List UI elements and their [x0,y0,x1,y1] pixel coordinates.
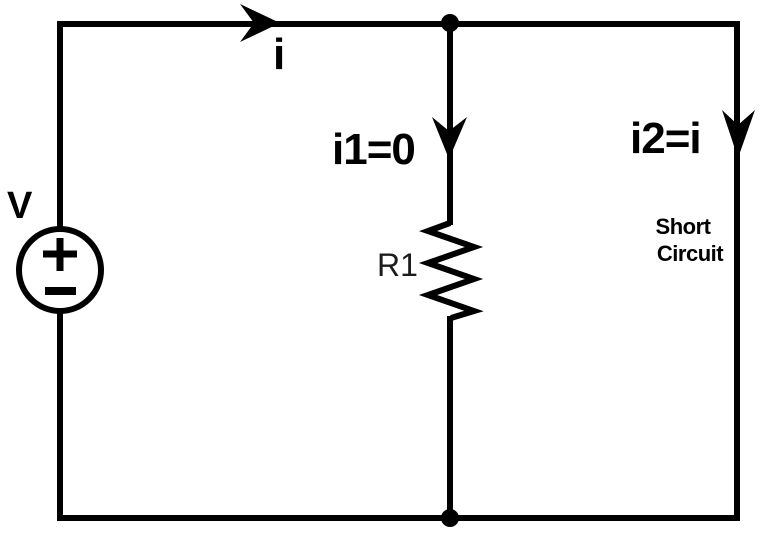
short-circuit-label: Short Circuit [628,213,738,267]
branch1-arrow-down-icon [432,117,467,159]
short-circuit-label-line1: Short [655,214,711,239]
branch2-current-label: i2=i [630,114,702,163]
branch2-arrow-down-icon [722,110,755,158]
branch1-current-label: i1=0 [332,125,416,174]
junction-dot-bottom [441,509,459,527]
total-current-label: i [273,30,286,79]
short-circuit-label-line2: Circuit [656,241,724,266]
outer-loop-wire [57,21,740,521]
resistor-zigzag-icon [418,220,484,321]
voltage-source-label: V [7,185,33,227]
plus-terminal-icon [43,238,77,271]
current-arrow-right-icon [240,4,280,42]
junction-dot-top [441,14,459,32]
resistor-label: R1 [377,247,418,283]
